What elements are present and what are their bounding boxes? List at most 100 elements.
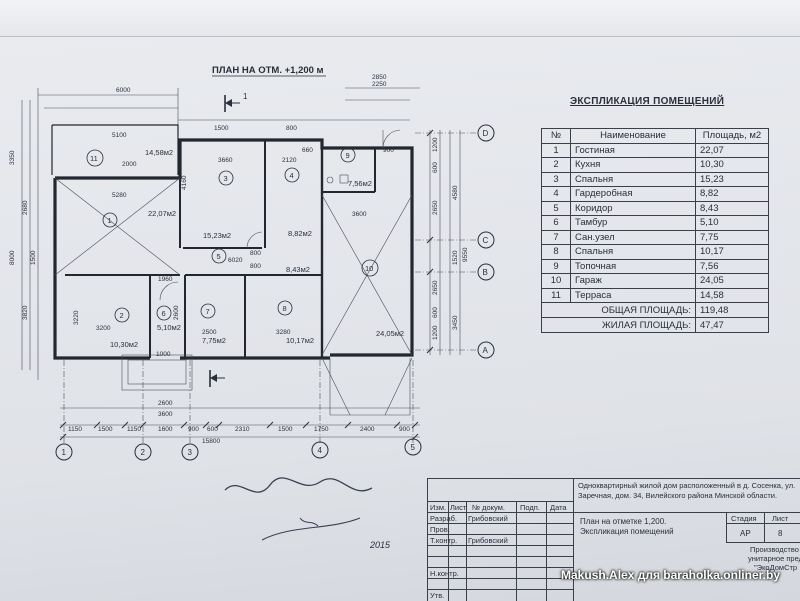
svg-text:1: 1 bbox=[62, 448, 67, 457]
dim-interior: 4160 bbox=[181, 175, 188, 190]
axis-2: 2 bbox=[134, 443, 152, 461]
stage-value: АР bbox=[740, 529, 751, 538]
room-7: 7 7,75м2 bbox=[200, 303, 226, 345]
name: Грибовский bbox=[468, 536, 508, 545]
dim-right: 2650 bbox=[432, 280, 439, 295]
total-area-row: ОБЩАЯ ПЛОЩАДЬ: 119,48 bbox=[541, 302, 769, 318]
dim-top: 900 bbox=[383, 147, 394, 154]
org-name: "ЭкоДомСтр bbox=[754, 563, 798, 572]
dim-interior: 5280 bbox=[112, 192, 127, 199]
dim-right: 3450 bbox=[452, 315, 459, 330]
dim-bottom: 1150 bbox=[68, 426, 82, 433]
room-number: 10 bbox=[365, 264, 373, 273]
dim-interior: 3200 bbox=[96, 325, 111, 332]
sheet-label: Лист bbox=[772, 514, 789, 523]
dim-interior: 800 bbox=[250, 250, 261, 257]
dim-left: 8000 bbox=[9, 250, 16, 265]
room-number: 2 bbox=[120, 311, 124, 320]
room-2: 2 10,30м2 bbox=[110, 307, 138, 349]
axis-b: B bbox=[477, 263, 495, 281]
role: Н.контр. bbox=[430, 569, 459, 578]
dim-bottom: 1600 bbox=[158, 426, 173, 433]
total-area-label: ОБЩАЯ ПЛОЩАДЬ: bbox=[541, 302, 696, 318]
dim-top: 5100 bbox=[112, 132, 127, 139]
dim-bottom: 3600 bbox=[158, 411, 173, 418]
room-1: 1 22,07м2 bbox=[102, 209, 176, 228]
svg-text:4: 4 bbox=[318, 446, 323, 455]
paper-top-edge bbox=[0, 0, 800, 42]
watermark: Makush.Alex для baraholka.onliner.by bbox=[561, 568, 780, 582]
dim-top: 2250 bbox=[372, 81, 387, 88]
living-area-value: 47,47 bbox=[695, 317, 769, 333]
dim-bottom: 1750 bbox=[314, 426, 329, 433]
room-labels: 1 22,07м2 2 10,30м2 3 15,23м2 4 8,82м2 5… bbox=[86, 147, 404, 349]
dim-bottom: 900 bbox=[188, 426, 199, 433]
svg-text:A: A bbox=[483, 346, 489, 355]
axis-1: 1 bbox=[55, 443, 73, 461]
dim-interior: 800 bbox=[250, 263, 261, 270]
svg-text:3: 3 bbox=[188, 448, 193, 457]
axis-4: 4 bbox=[311, 441, 329, 459]
dim-left: 3820 bbox=[22, 305, 29, 320]
room-9: 9 7,56м2 bbox=[340, 147, 372, 188]
dim-right: 600 bbox=[432, 162, 439, 173]
room-number: 11 bbox=[90, 154, 98, 163]
plan-title: ПЛАН НА ОТМ. +1,200 м bbox=[212, 65, 324, 76]
role: Т.контр. bbox=[430, 536, 458, 545]
room-area: 15,23м2 bbox=[203, 231, 231, 240]
room-area: 14,58м2 bbox=[145, 148, 173, 157]
role: Разраб. bbox=[430, 514, 458, 523]
section-mark-icon: 1 bbox=[224, 92, 248, 112]
dim-right: 9550 bbox=[462, 247, 469, 262]
dim-left: 1500 bbox=[30, 250, 37, 265]
axis-c: C bbox=[477, 231, 495, 249]
dim-right: 4580 bbox=[452, 185, 459, 200]
dim-bottom: 1500 bbox=[278, 426, 293, 433]
svg-text:2: 2 bbox=[141, 448, 146, 457]
dim-interior: 3600 bbox=[352, 211, 367, 218]
room-area: 8,82м2 bbox=[288, 229, 312, 238]
room-number: 1 bbox=[108, 216, 112, 225]
col-header: Дата bbox=[550, 503, 567, 512]
dim-bottom: 900 bbox=[399, 426, 410, 433]
sheet-value: 8 bbox=[778, 529, 783, 538]
dim-right: 1200 bbox=[432, 325, 439, 340]
dim-bottom: 2310 bbox=[235, 426, 250, 433]
role: Пров. bbox=[430, 525, 450, 534]
room-11: 11 14,58м2 bbox=[86, 148, 173, 167]
dim-total: 15800 bbox=[202, 438, 220, 445]
axis-markers: D C B A 1 2 3 4 5 bbox=[55, 124, 495, 461]
room-number: 7 bbox=[206, 307, 210, 316]
room-6: 6 5,10м2 bbox=[156, 305, 181, 332]
dim-bottom: 1150 bbox=[127, 426, 141, 433]
dim-bottom: 2400 bbox=[360, 426, 375, 433]
role: Утв. bbox=[430, 591, 445, 600]
room-number: 5 bbox=[217, 252, 221, 261]
room-area: 7,75м2 bbox=[202, 336, 226, 345]
dim-bottom: 2600 bbox=[158, 400, 173, 407]
dim-interior: 1000 bbox=[156, 351, 171, 358]
col-header: Лист bbox=[450, 503, 467, 512]
dim-left: 2680 bbox=[22, 200, 29, 215]
col-header: Подп. bbox=[520, 503, 540, 512]
stage-label: Стадия bbox=[731, 514, 757, 523]
room-area: 8,43м2 bbox=[286, 265, 310, 274]
dim-top: 3660 bbox=[218, 157, 233, 164]
section-mark-label: 1 bbox=[243, 92, 248, 101]
dim-right: 600 bbox=[432, 307, 439, 318]
dim-top: 1500 bbox=[214, 125, 229, 132]
room-5: 5 8,43м2 bbox=[211, 248, 310, 274]
name: Грибовский bbox=[468, 514, 508, 523]
dim-top: 800 bbox=[286, 125, 297, 132]
dim-top: 6000 bbox=[116, 87, 131, 94]
dim-interior: 6020 bbox=[228, 257, 243, 264]
room-number: 3 bbox=[224, 174, 228, 183]
